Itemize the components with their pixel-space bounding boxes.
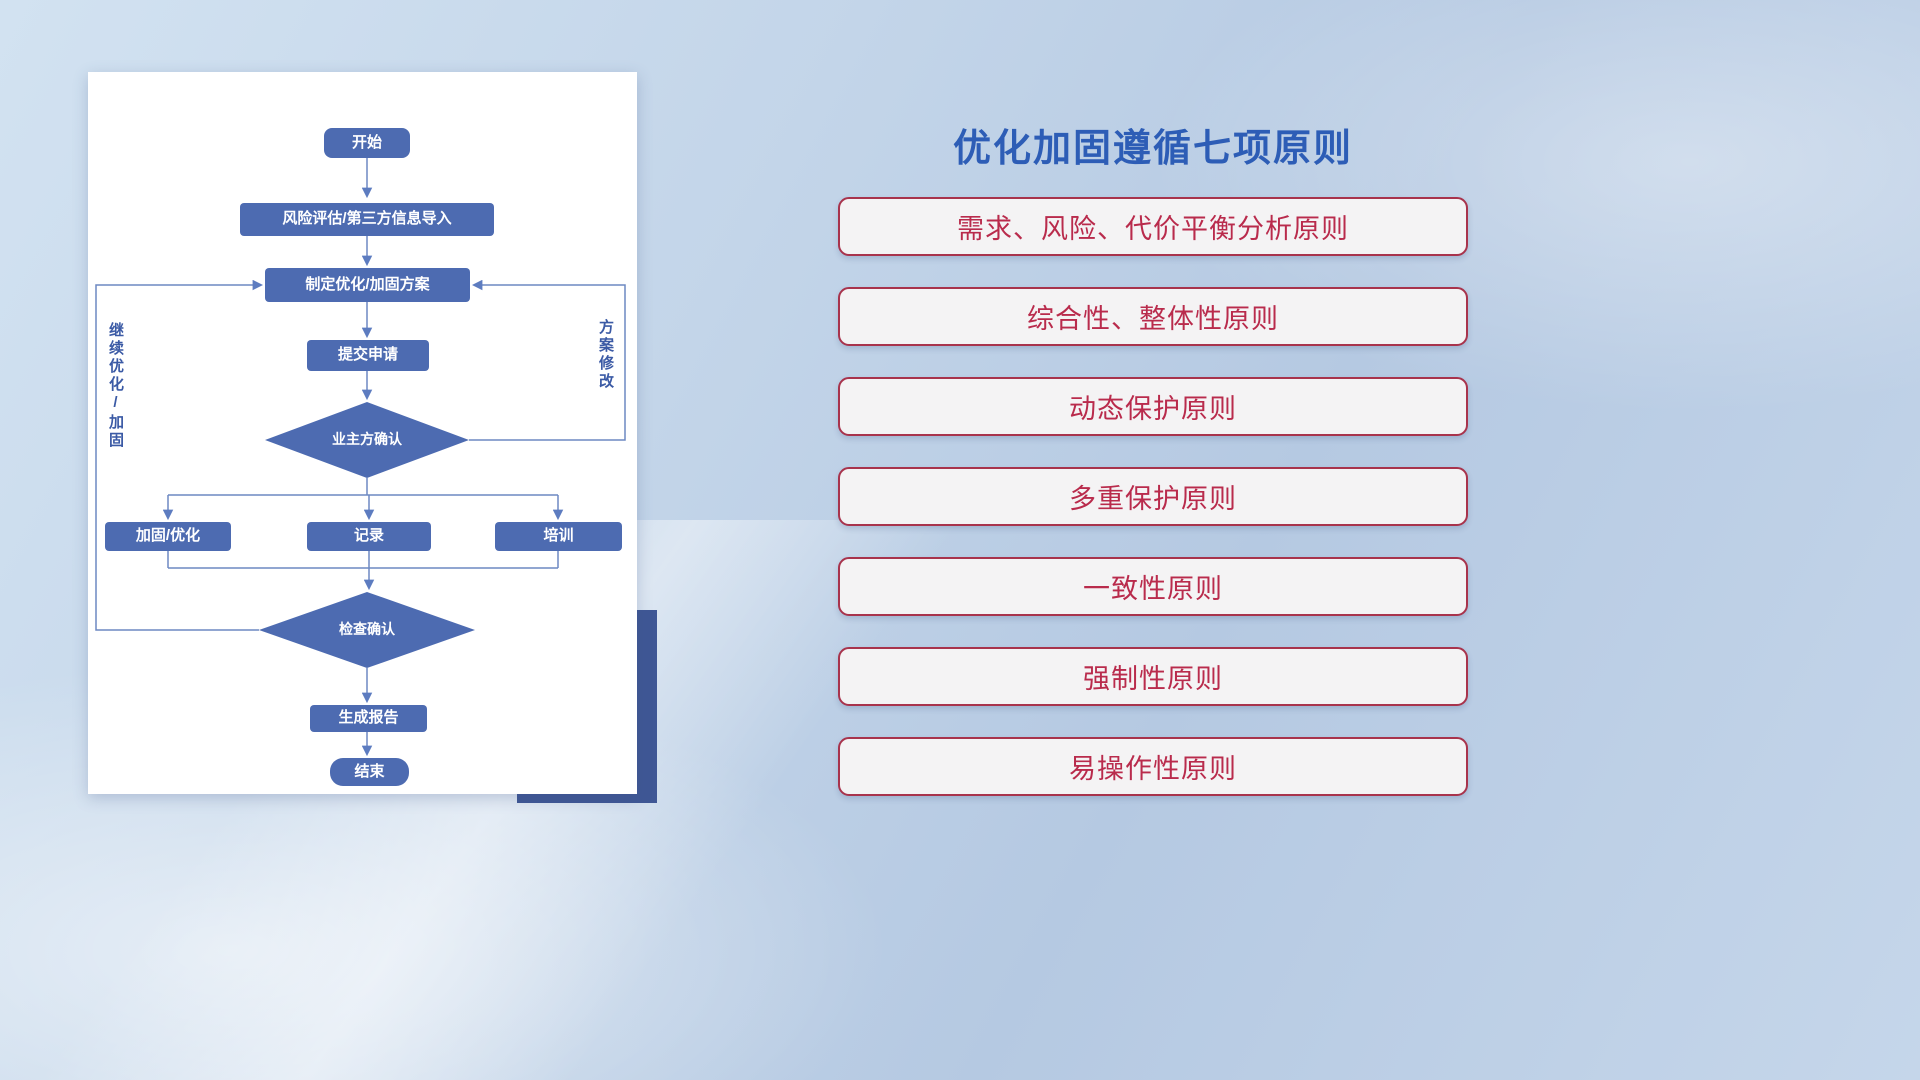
flow-node-record: 记录 [307,522,431,551]
flow-node-submit-request: 提交申请 [307,340,429,371]
flow-node-harden-optimize: 加固/优化 [105,522,231,551]
principle-label: 多重保护原则 [1069,484,1237,514]
flow-node-training-label: 培训 [543,527,574,545]
principle-label: 强制性原则 [1083,664,1223,694]
flow-node-end: 结束 [330,758,409,786]
principle-label: 易操作性原则 [1069,754,1237,784]
principle-label: 综合性、整体性原则 [1027,304,1279,334]
flow-node-check-confirm-label: 检查确认 [339,621,395,638]
principle-card-operability: 易操作性原则 [838,737,1468,796]
flowchart-connectors [95,158,626,757]
principle-card-balance-analysis: 需求、风险、代价平衡分析原则 [838,197,1468,256]
flow-node-risk-import-label: 风险评估/第三方信息导入 [282,210,452,228]
principle-label: 需求、风险、代价平衡分析原则 [957,214,1349,244]
principle-card-mandatory: 强制性原则 [838,647,1468,706]
flow-node-generate-report: 生成报告 [310,705,427,732]
flow-node-submit-request-label: 提交申请 [337,346,398,364]
principles-list: 需求、风险、代价平衡分析原则 综合性、整体性原则 动态保护原则 多重保护原则 一… [838,197,1468,796]
principle-card-comprehensive: 综合性、整体性原则 [838,287,1468,346]
edge-label-continue-optimize: 继续优化/加固 [107,322,124,450]
flow-node-record-label: 记录 [353,527,384,545]
flow-node-make-plan-label: 制定优化/加固方案 [305,275,430,293]
flow-node-end-label: 结束 [354,762,385,780]
flow-node-harden-optimize-label: 加固/优化 [135,527,201,545]
flowchart-panel: 开始 风险评估/第三方信息导入 制定优化/加固方案 提交申请 业主方确认 加固/… [88,72,637,794]
flow-node-start-label: 开始 [351,133,382,151]
principle-card-multiple-protection: 多重保护原则 [838,467,1468,526]
flow-node-generate-report-label: 生成报告 [338,709,399,727]
principle-card-consistency: 一致性原则 [838,557,1468,616]
flow-node-owner-confirm-label: 业主方确认 [332,431,402,448]
edge-label-plan-revision: 方案修改 [597,319,614,391]
principle-label: 一致性原则 [1083,574,1223,604]
flow-node-risk-import: 风险评估/第三方信息导入 [240,203,494,236]
flow-node-make-plan: 制定优化/加固方案 [265,268,470,302]
principle-label: 动态保护原则 [1069,394,1237,424]
flow-node-start: 开始 [324,128,410,158]
principle-card-dynamic-protection: 动态保护原则 [838,377,1468,436]
page-title: 优化加固遵循七项原则 [952,128,1353,171]
flow-node-training: 培训 [495,522,622,551]
